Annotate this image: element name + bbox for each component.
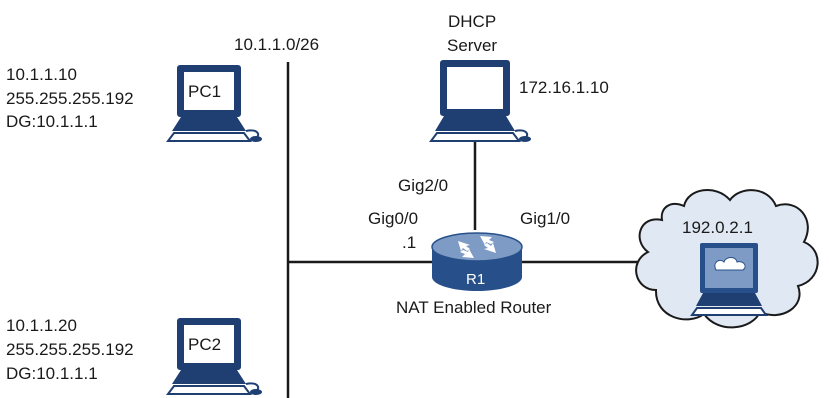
router-icon	[431, 232, 523, 291]
dhcp-server-ip-label: 172.16.1.10	[519, 78, 609, 97]
pc2-ip-label: 10.1.1.20	[6, 316, 77, 335]
pc1-ip-label: 10.1.1.10	[6, 65, 77, 84]
internet-host-computer-icon	[690, 243, 768, 316]
router-if-lan-label: Gig0/0	[368, 209, 418, 228]
pc1-name-label: PC1	[188, 82, 221, 101]
pc2-gateway-label: DG:10.1.1.1	[6, 364, 98, 383]
pc1-gateway-label: DG:10.1.1.1	[6, 112, 98, 131]
dhcp-server-computer-icon	[429, 60, 531, 142]
dhcp-server-title-line2: Server	[447, 36, 497, 55]
router-caption-label: NAT Enabled Router	[396, 298, 552, 317]
router-if-server-label: Gig2/0	[398, 176, 448, 195]
lan-subnet-label: 10.1.1.0/26	[234, 35, 319, 54]
router-if-wan-label: Gig1/0	[520, 209, 570, 228]
pc2-computer-icon	[166, 318, 262, 395]
pc2-mask-label: 255.255.255.192	[6, 340, 134, 359]
pc2-name-label: PC2	[188, 335, 221, 354]
router-name-label: R1	[466, 271, 485, 288]
pc1-mask-label: 255.255.255.192	[6, 89, 134, 108]
dhcp-server-title-line1: DHCP	[448, 12, 496, 31]
router-if-lan-host-label: .1	[402, 233, 416, 252]
internet-host-ip-label: 192.0.2.1	[682, 218, 753, 237]
pc1-computer-icon	[166, 65, 262, 142]
